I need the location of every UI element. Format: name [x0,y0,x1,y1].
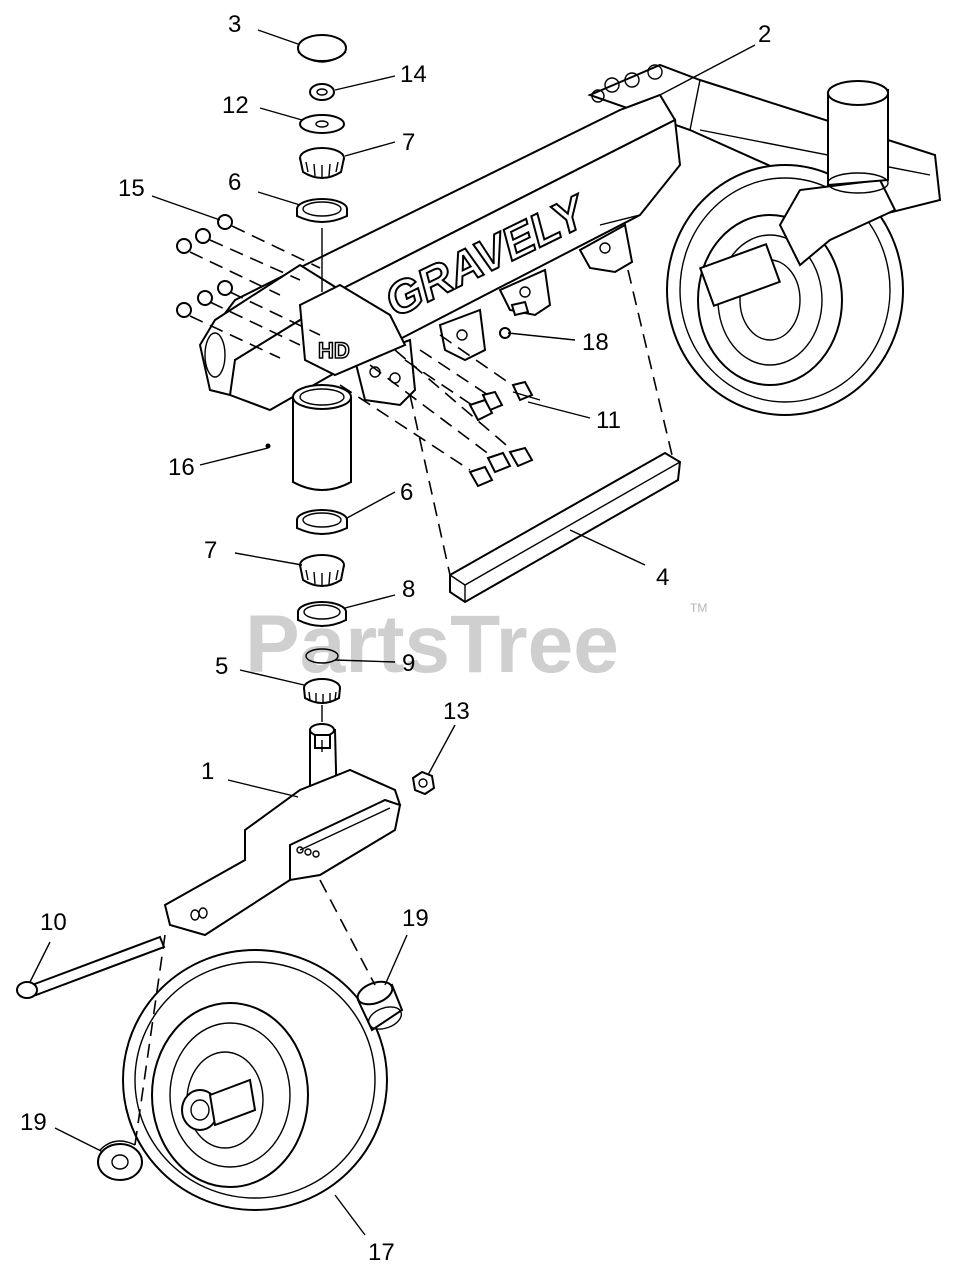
callout-2: 2 [758,21,771,48]
callout-12: 12 [222,92,249,119]
right-caster-wheel [666,80,904,416]
callout-14: 14 [400,61,427,88]
callout-19: 19 [402,905,429,932]
callout-7b: 7 [204,537,217,564]
callout-15: 15 [118,175,145,202]
assembly-lines [134,225,673,1146]
callout-6: 6 [228,169,241,196]
carriage-bolts [468,300,541,488]
flange-nuts [176,214,511,339]
callout-18: 18 [582,329,609,356]
callout-1: 1 [201,758,214,785]
callout-5: 5 [215,653,228,680]
lower-bearing-stack [296,509,348,722]
upper-bearing-stack [296,34,348,292]
callout-6b: 6 [400,479,413,506]
wheel-spacers [97,980,404,1181]
svg-text:HD: HD [318,338,350,363]
callout-7: 7 [402,129,415,156]
leader-lines [29,29,756,1236]
callout-3: 3 [228,11,241,38]
callout-13: 13 [443,698,470,725]
callout-8: 8 [402,576,415,603]
callout-17: 17 [368,1239,395,1266]
callouts: 3 14 12 7 6 15 2 18 11 16 6 7 8 4 9 5 13… [20,11,771,1266]
front-wheel [122,949,388,1211]
callout-10: 10 [40,909,67,936]
watermark-trademark: TM [690,601,707,615]
callout-11: 11 [596,407,621,434]
caster-tube [265,384,352,491]
callout-16: 16 [168,454,195,481]
callout-9: 9 [402,650,415,677]
axle-bolt [16,935,166,999]
caster-fork [163,723,436,937]
callout-4: 4 [656,564,669,591]
callout-19b: 19 [20,1109,47,1136]
deflector-bar [449,451,682,604]
